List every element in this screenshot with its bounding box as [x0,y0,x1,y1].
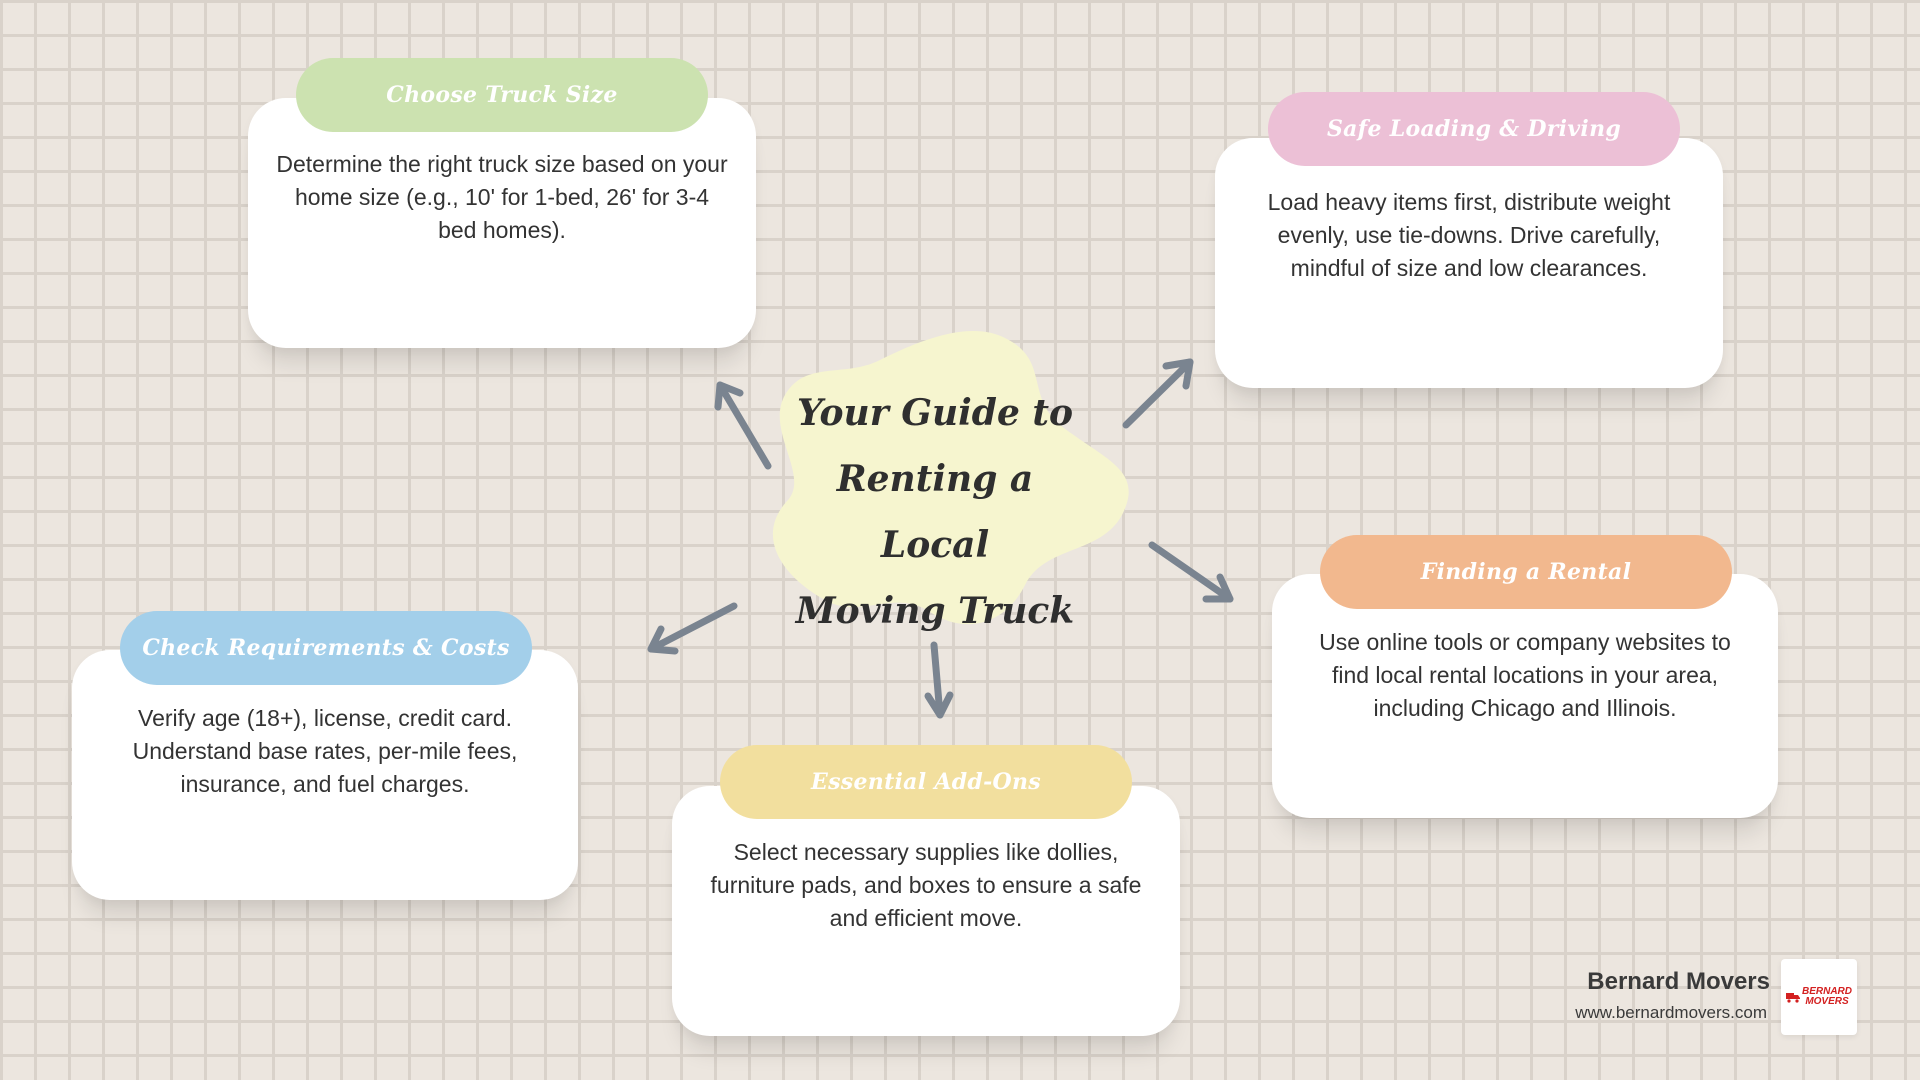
arrow-to-finding-rental [1148,541,1234,603]
brand-url: www.bernardmovers.com [1575,1003,1767,1022]
center-blob [772,330,1129,625]
card-add-ons: Select necessary supplies like dollies, … [672,786,1180,1036]
card-add-ons-body: Select necessary supplies like dollies, … [710,839,1142,931]
card-truck-size-body: Determine the right truck size based on … [276,151,728,243]
card-truck-size-title-text: Choose Truck Size [386,82,618,108]
arrow-to-add-ons [924,641,954,719]
card-finding-rental: Use online tools or company websites to … [1272,574,1778,818]
card-add-ons-title-text: Essential Add-Ons [811,769,1041,795]
card-safe-loading-body: Load heavy items first, distribute weigh… [1267,189,1671,281]
center-title-line-1: Your Guide to [796,392,1074,434]
brand-logo: BERNARD MOVERS [1781,959,1857,1035]
card-safe-loading-title-text: Safe Loading & Driving [1326,116,1622,142]
brand-name: Bernard Movers [1587,968,1770,995]
card-safe-loading: Load heavy items first, distribute weigh… [1215,138,1723,388]
logo-line-1: BERNARD [1802,986,1852,997]
card-finding-rental-title-text: Finding a Rental [1420,559,1632,585]
card-finding-rental-body: Use online tools or company websites to … [1319,629,1731,721]
card-requirements-title: Check Requirements & Costs [120,611,532,685]
card-finding-rental-title: Finding a Rental [1320,535,1732,609]
arrow-to-requirements [647,602,738,655]
card-truck-size: Determine the right truck size based on … [248,98,756,348]
card-requirements-title-text: Check Requirements & Costs [142,635,510,661]
center-title: Your Guide to Renting a Local Moving Tru… [780,380,1090,644]
card-truck-size-title: Choose Truck Size [296,58,708,132]
center-title-line-3: Moving Truck [795,590,1075,632]
center-title-line-2: Renting a Local [836,458,1034,566]
card-safe-loading-title: Safe Loading & Driving [1268,92,1680,166]
truck-icon: BERNARD MOVERS [1786,987,1852,1007]
card-requirements-body: Verify age (18+), license, credit card. … [132,705,518,797]
card-add-ons-title: Essential Add-Ons [720,745,1132,819]
logo-line-2: MOVERS [1805,996,1849,1007]
card-requirements: Verify age (18+), license, credit card. … [72,650,578,900]
